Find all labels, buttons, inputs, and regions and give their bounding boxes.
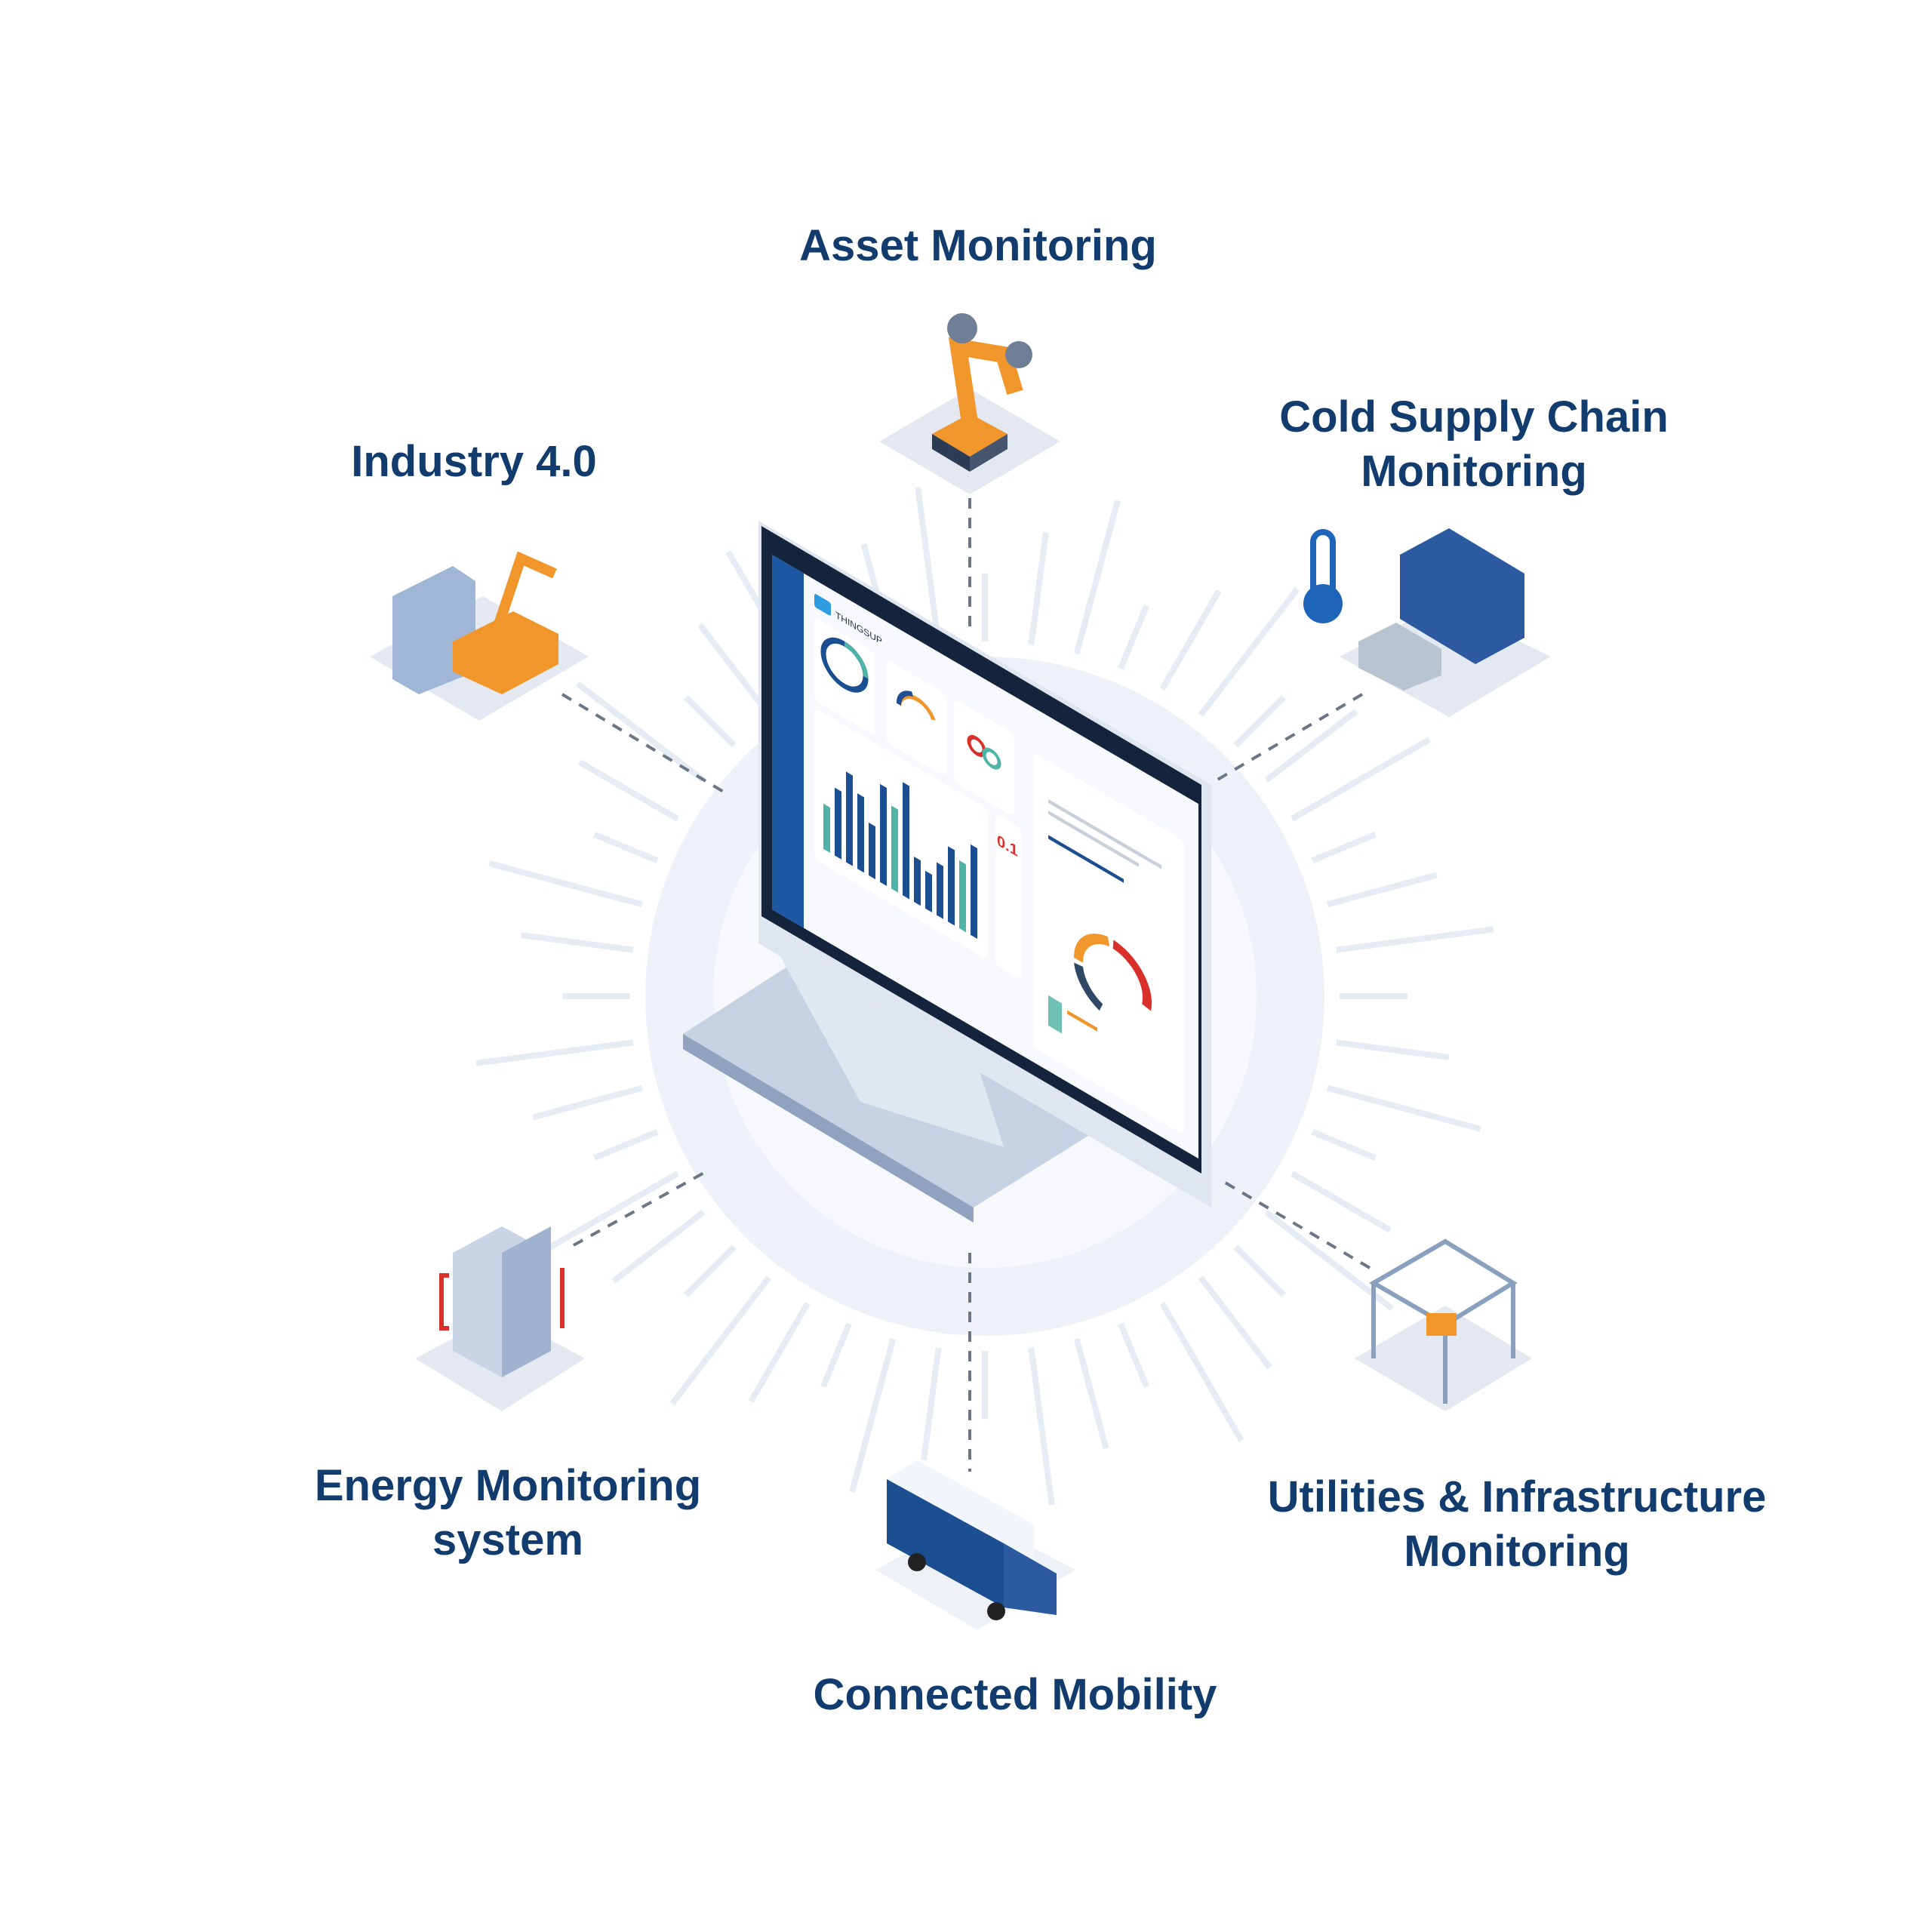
ray — [1336, 1039, 1450, 1060]
label-energy-monitoring: Energy Monitoring system — [315, 1459, 701, 1567]
ray — [1233, 695, 1286, 748]
bar — [925, 870, 932, 912]
ray — [475, 1039, 634, 1066]
ray — [1198, 587, 1300, 717]
bar — [971, 844, 977, 940]
ray — [1028, 531, 1049, 645]
bar — [823, 803, 830, 854]
ray — [1028, 1347, 1055, 1506]
ray — [1311, 1129, 1377, 1161]
ray — [1159, 1302, 1244, 1442]
ray — [1336, 926, 1494, 953]
bar — [937, 862, 943, 919]
industry-label-text: Industry 4.0 — [351, 437, 597, 486]
factory-icon — [370, 551, 589, 721]
ray — [849, 1337, 897, 1493]
ray — [684, 1244, 737, 1297]
dashboard-sidebar — [772, 555, 804, 928]
energy-building-icon — [415, 1226, 585, 1411]
bar — [891, 805, 898, 893]
cold-storage-icon — [1303, 528, 1551, 717]
bar — [903, 782, 909, 900]
truck-icon — [875, 1460, 1075, 1630]
bar-chart-card — [814, 710, 988, 958]
bar — [959, 860, 966, 933]
ray — [748, 1302, 811, 1403]
ray — [915, 487, 942, 645]
ray — [820, 1322, 852, 1388]
ray — [593, 1129, 659, 1161]
ray — [684, 695, 737, 748]
label-asset-monitoring: Asset Monitoring — [799, 219, 1157, 273]
brand-logo-icon — [814, 594, 831, 616]
radial-rays — [475, 487, 1494, 1506]
mobility-label-text: Connected Mobility — [813, 1670, 1217, 1719]
asset-label-text: Asset Monitoring — [799, 221, 1157, 270]
ray — [669, 1275, 772, 1405]
bar — [914, 856, 921, 906]
ray — [697, 623, 772, 717]
bar — [948, 846, 955, 926]
robot-arm-icon — [879, 313, 1060, 494]
cold-label-line1: Cold Supply Chain — [1279, 392, 1669, 441]
ray — [1118, 1322, 1149, 1388]
ray — [1118, 605, 1149, 670]
ray — [1291, 1171, 1392, 1233]
ray — [611, 1209, 706, 1284]
ray — [539, 1171, 679, 1256]
bar — [869, 822, 875, 880]
ray — [488, 860, 644, 908]
ray — [1198, 1275, 1272, 1370]
dashboard-screen: THINGSUP 0.1 — [772, 555, 1198, 1159]
infrastructure-icon — [1355, 1238, 1532, 1411]
donut-chart — [1073, 934, 1110, 963]
utilities-label-line2: Monitoring — [1404, 1527, 1630, 1576]
bar-chart — [823, 771, 977, 940]
bar — [846, 771, 853, 866]
energy-label-line1: Energy Monitoring — [314, 1461, 702, 1510]
ray — [578, 759, 679, 822]
ray — [1264, 1209, 1394, 1312]
ray — [593, 832, 659, 863]
utilities-label-line1: Utilities & Infrastructure — [1267, 1472, 1767, 1521]
ray — [1326, 1084, 1481, 1132]
bar — [857, 793, 864, 873]
ray — [1326, 872, 1438, 908]
ray — [1073, 1337, 1109, 1449]
ray — [520, 932, 634, 953]
bar — [880, 783, 887, 886]
energy-label-line2: system — [432, 1515, 583, 1564]
bar — [835, 787, 841, 860]
ray — [1073, 500, 1121, 655]
ray — [1311, 832, 1377, 863]
connector-lines — [561, 498, 1371, 1472]
ray — [1233, 1244, 1286, 1297]
ray — [532, 1084, 644, 1121]
ray — [1264, 709, 1358, 783]
ray — [576, 681, 706, 783]
label-connected-mobility: Connected Mobility — [814, 1668, 1217, 1722]
ray — [1291, 737, 1431, 822]
ray — [1159, 589, 1222, 691]
cold-label-line2: Monitoring — [1361, 447, 1587, 496]
label-industry-4-0: Industry 4.0 — [351, 435, 597, 489]
ray — [921, 1347, 942, 1461]
